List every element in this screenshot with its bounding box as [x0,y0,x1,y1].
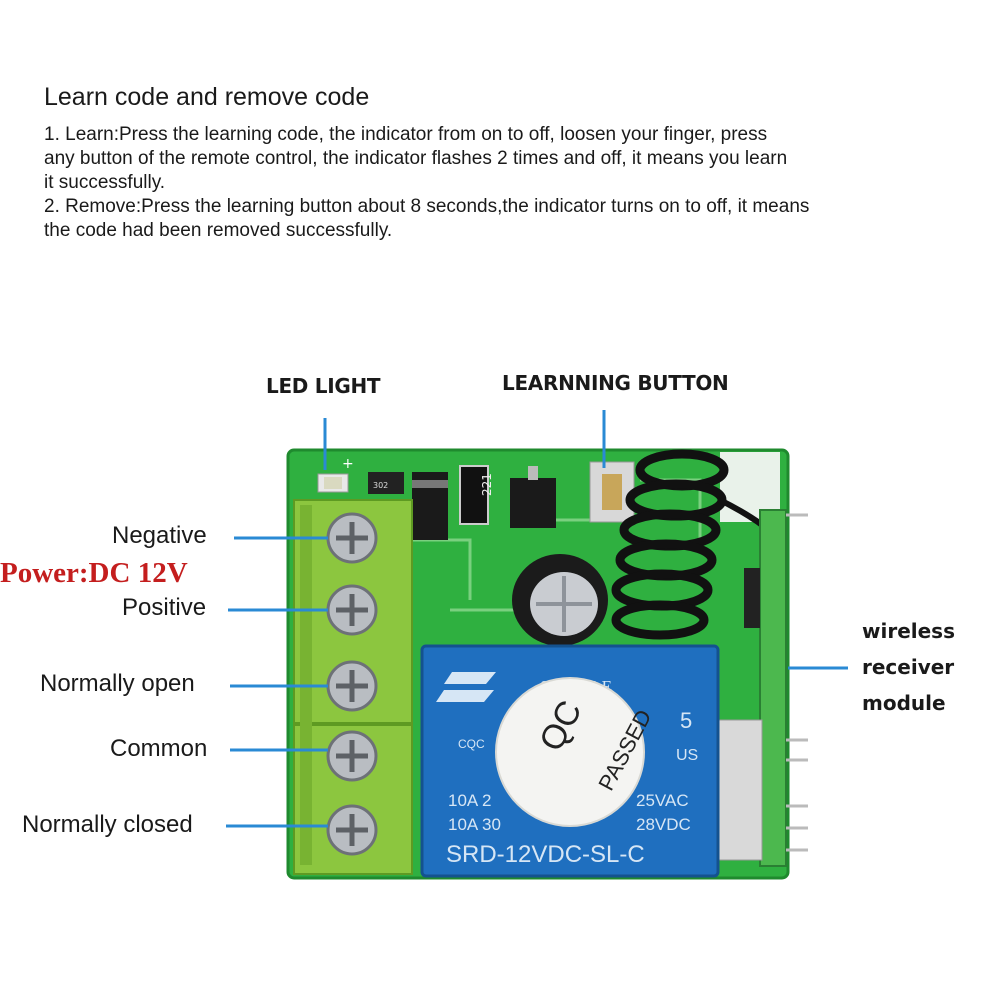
instructions: 1. Learn:Press the learning code, the in… [44,123,944,243]
negative-label: Negative [112,522,207,549]
positive-label: Positive [122,594,207,621]
relay-model: SRD-12VDC-SL-C [446,841,645,868]
common-label: Common [110,735,208,762]
normally-open-label: Normally open [40,670,195,697]
module-label-line-1: wireless [862,619,955,643]
diode-component [412,472,448,540]
transistor-component [510,466,556,528]
page-title: Learn code and remove code [44,83,370,111]
instruction-line: 1. Learn:Press the learning code, the in… [44,124,768,145]
chip-marking: 302 [373,481,388,490]
learning-button-label: LEARNNING BUTTON [502,371,729,395]
led-light-label: LED LIGHT [266,374,381,398]
screw-positive [326,584,378,636]
relay-rating-2-right: 28VDC [636,815,691,834]
screw-negative [326,512,378,564]
instruction-line: any button of the remote control, the in… [44,148,788,169]
plus-mark: + [342,456,354,472]
relay-five: 5 [680,708,692,733]
instruction-line: 2. Remove:Press the learning button abou… [44,196,810,217]
qc-passed-sticker: QC PASSED [495,677,657,827]
wireless-receiver-module [715,509,808,867]
led-light-component [317,473,349,493]
relay-us: US [676,747,698,764]
smd-chip: 302 [368,472,404,494]
antenna-coil [611,449,783,640]
screw-common [326,730,378,782]
resistor-marking: 221 [480,473,494,496]
module-label-line-3: module [862,691,946,715]
relay-rating-1-right: 25VAC [636,791,689,810]
screw-normally-closed [326,804,378,856]
relay-cert: CQC [458,737,485,751]
normally-closed-label: Normally closed [22,811,193,838]
screw-normally-open [326,660,378,712]
instruction-line: it successfully. [44,172,166,193]
resistor-221: 221 [459,465,494,525]
relay-rating-1-left: 10A 2 [448,791,492,810]
module-label-line-2: receiver [862,655,955,679]
instruction-line: the code had been removed successfully. [44,220,393,241]
relay-rating-2-left: 10A 30 [448,815,501,834]
learning-button-component [589,461,635,523]
songle-logo [436,672,496,702]
electrolytic-capacitor [512,554,608,646]
power-label: Power:DC 12V [0,557,188,589]
